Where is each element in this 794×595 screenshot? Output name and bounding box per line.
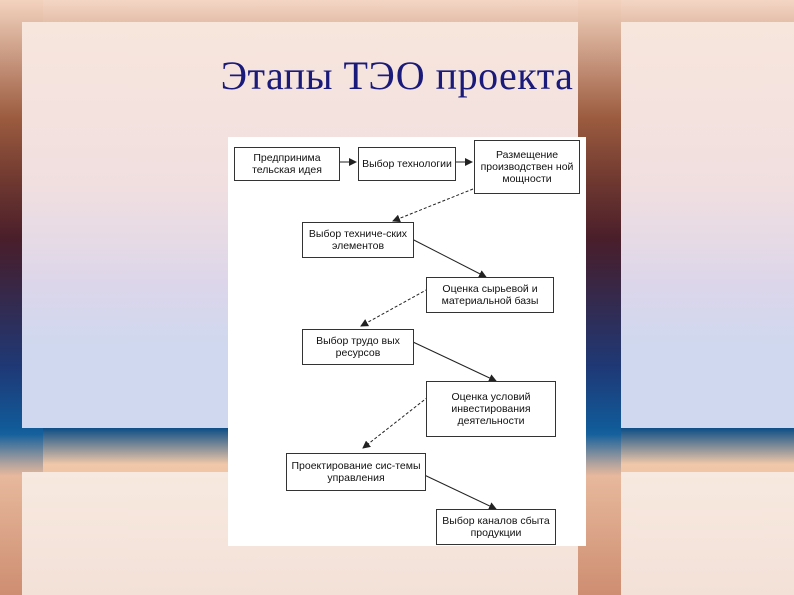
- flow-step: Выбор трудо вых ресурсов: [302, 329, 414, 365]
- background-panel: [621, 472, 794, 595]
- flow-step: Размещение производствен ной мощности: [474, 140, 580, 194]
- arrow: [412, 341, 497, 382]
- flow-step: Оценка условий инвестирования деятельнос…: [426, 381, 556, 437]
- arrow: [417, 471, 497, 510]
- flow-step: Выбор технологии: [358, 147, 456, 181]
- flow-diagram: Предпринима тельская идея Выбор технолог…: [228, 137, 586, 546]
- background-panel: [621, 22, 794, 428]
- flow-step: Выбор каналов сбыта продукции: [436, 509, 556, 545]
- arrow: [407, 236, 487, 278]
- arrow: [392, 188, 474, 223]
- slide-title: Этапы ТЭО проекта: [220, 53, 574, 98]
- flow-step: Предпринима тельская идея: [234, 147, 340, 181]
- arrow: [360, 288, 429, 327]
- flow-step: Проектирование сис-темы управления: [286, 453, 426, 491]
- connector-arrows: [340, 158, 497, 510]
- arrow: [362, 396, 429, 449]
- flow-step: Оценка сырьевой и материальной базы: [426, 277, 554, 313]
- flow-step: Выбор техниче-ских элементов: [302, 222, 414, 258]
